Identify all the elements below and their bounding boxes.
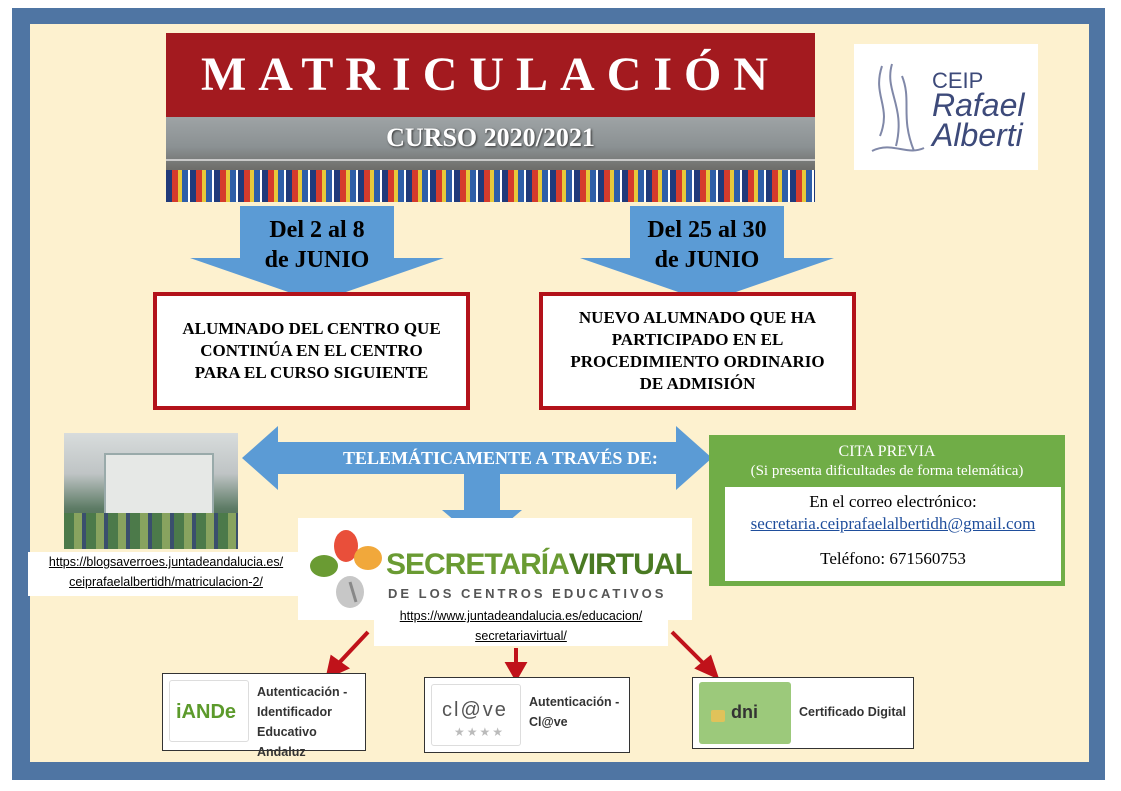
date-left: Del 2 al 8 de JUNIO: [240, 215, 394, 275]
group-continuing-line: PARA EL CURSO SIGUIENTE: [194, 363, 429, 382]
school-building: [104, 453, 214, 523]
group-continuing-line: CONTINÚA EN EL CENTRO: [200, 341, 423, 360]
auth-iande-label: Autenticación - Identificador Educativo …: [257, 682, 365, 762]
clave-logo-text: cl@ve: [442, 699, 508, 721]
cita-title: CITA PREVIA: [838, 443, 936, 460]
logo-name-line2: Alberti: [932, 117, 1023, 153]
iande-logo-text: iANDe: [176, 701, 237, 723]
secretaria-link-line1[interactable]: https://www.juntadeandalucia.es/educacio…: [399, 609, 643, 623]
logo-name: Rafael Alberti: [932, 87, 1025, 153]
court-line: [166, 159, 815, 161]
group-new-line: NUEVO ALUMNADO QUE HA: [578, 308, 817, 327]
date-right-line2: de JUNIO: [654, 247, 760, 273]
date-right: Del 25 al 30 de JUNIO: [620, 215, 794, 275]
students-photo: CURSO 2020/2021: [166, 117, 815, 202]
down-arrow-left: [190, 206, 444, 302]
logo-ceip: CEIP: [932, 68, 984, 93]
phone-label: Teléfono: 671560753: [820, 549, 966, 568]
date-left-line2: de JUNIO: [264, 247, 370, 273]
secretaria-virtual-logo: SECRETARÍAVIRTUAL DE LOS CENTROS EDUCATI…: [298, 518, 693, 620]
secretaria-link-line2[interactable]: secretariavirtual/: [475, 629, 567, 643]
secretaria-link[interactable]: https://www.juntadeandalucia.es/educacio…: [374, 606, 668, 646]
auth-iande[interactable]: iANDe Autenticación - Identificador Educ…: [162, 673, 366, 759]
secretaria-title-b: VIRTUAL: [568, 548, 693, 581]
email-link[interactable]: secretaria.ceiprafaelalbertidh@gmail.com: [750, 514, 1036, 533]
course-label: CURSO 2020/2021: [386, 123, 595, 152]
petals-icon: [310, 530, 382, 608]
cita-previa-box: CITA PREVIA (Si presenta dificultades de…: [709, 435, 1065, 586]
group-new-line: PARTICIPADO EN EL: [611, 330, 784, 349]
secretaria-title-a: SECRETARÍA: [386, 548, 570, 581]
secretaria-title: SECRETARÍAVIRTUAL: [386, 548, 693, 582]
clave-logo: cl@ve ★★★★: [431, 684, 521, 746]
secretaria-subtitle: DE LOS CENTROS EDUCATIVOS: [388, 586, 667, 601]
iande-logo: iANDe: [169, 680, 249, 742]
school-mural: [64, 513, 238, 549]
auth-clave-line: Autenticación -: [529, 695, 620, 709]
blog-link[interactable]: https://blogsaverroes.juntadeandalucia.e…: [28, 552, 304, 596]
auth-iande-line: Educativo Andaluz: [257, 725, 317, 759]
auth-clave[interactable]: cl@ve ★★★★ Autenticación - Cl@ve: [424, 677, 630, 753]
auth-iande-line: Autenticación -: [257, 685, 348, 699]
auth-clave-line: Cl@ve: [529, 715, 568, 729]
telematic-label: TELEMÁTICAMENTE A TRAVÉS DE:: [343, 448, 658, 468]
blog-link-line2[interactable]: ceiprafaelalbertidh/matriculacion-2/: [69, 575, 263, 589]
dni-logo: dni: [699, 682, 791, 744]
group-continuing-line: ALUMNADO DEL CENTRO QUE: [182, 319, 441, 338]
email-label: En el correo electrónico:: [809, 492, 977, 511]
group-new-line: DE ADMISIÓN: [639, 374, 756, 393]
auth-dni-label: Certificado Digital: [799, 705, 906, 719]
students-group: [166, 170, 815, 202]
auth-iande-line: Identificador: [257, 705, 333, 719]
school-photo: [64, 433, 238, 549]
auth-clave-label: Autenticación - Cl@ve: [529, 692, 619, 732]
wave-figure-icon: [871, 63, 925, 152]
group-box-continuing: ALUMNADO DEL CENTRO QUE CONTINÚA EN EL C…: [153, 292, 470, 410]
blog-link-line1[interactable]: https://blogsaverroes.juntadeandalucia.e…: [48, 555, 284, 569]
group-new-line: PROCEDIMIENTO ORDINARIO: [570, 352, 825, 371]
auth-dni[interactable]: dni Certificado Digital: [692, 677, 914, 749]
page-title: MATRICULACIÓN: [166, 33, 815, 117]
cita-subtitle: (Si presenta dificultades de forma telem…: [750, 463, 1024, 479]
red-arrows: [325, 630, 720, 683]
school-logo: CEIP Rafael Alberti: [854, 44, 1038, 170]
date-left-line1: Del 2 al 8: [269, 217, 365, 243]
clave-stars-icon: ★★★★: [454, 725, 506, 739]
logo-name-line1: Rafael: [932, 87, 1025, 123]
cita-contact: En el correo electrónico: secretaria.cei…: [725, 487, 1061, 581]
chip-icon: [711, 710, 725, 722]
dni-logo-text: dni: [731, 702, 758, 722]
date-right-line1: Del 25 al 30: [647, 217, 767, 243]
group-box-new: NUEVO ALUMNADO QUE HA PARTICIPADO EN EL …: [539, 292, 856, 410]
down-arrow-right: [580, 206, 834, 302]
